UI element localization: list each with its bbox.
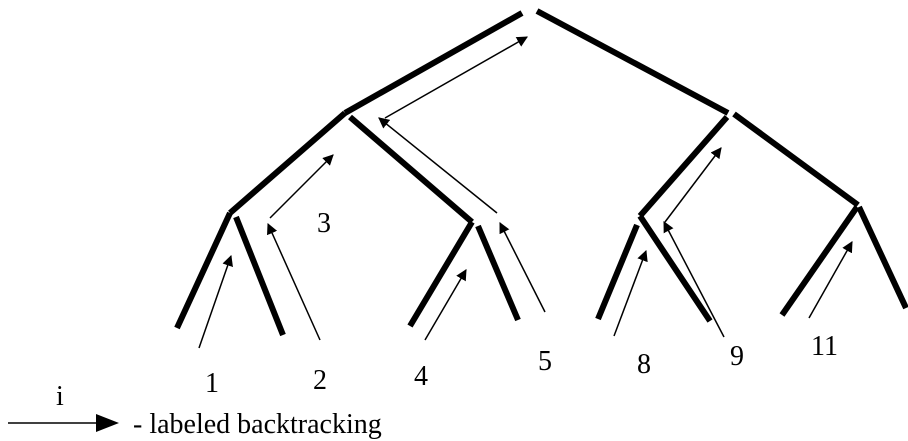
legend-text: - labeled backtracking bbox=[133, 409, 382, 440]
backtrack-arrow bbox=[663, 221, 725, 338]
step-label: 2 bbox=[313, 365, 327, 396]
tree-edge bbox=[637, 214, 713, 323]
tree-edge bbox=[174, 211, 233, 330]
step-label: 3 bbox=[317, 208, 331, 239]
backtrack-arrow bbox=[499, 222, 546, 313]
step-label: 9 bbox=[730, 341, 744, 372]
tree-edge bbox=[637, 115, 730, 218]
tree-edge bbox=[535, 8, 730, 116]
step-label: 11 bbox=[811, 331, 838, 362]
step-labels: 1 2 3 4 5 8 9 11 bbox=[205, 208, 838, 399]
legend-arrowhead bbox=[96, 414, 119, 432]
backtrack-arrow bbox=[378, 117, 498, 214]
backtrack-arrow bbox=[424, 269, 467, 341]
tree-edge bbox=[348, 114, 474, 225]
legend: i - labeled backtracking bbox=[8, 381, 382, 440]
tree-edge bbox=[228, 110, 347, 216]
backtrack-arrow bbox=[808, 241, 853, 319]
tree-edges bbox=[174, 8, 908, 337]
backtracking-arrows bbox=[198, 36, 853, 349]
step-label: 5 bbox=[538, 346, 552, 377]
step-label: 1 bbox=[205, 368, 219, 399]
backtrack-arrow bbox=[384, 36, 528, 119]
tree-edge bbox=[595, 223, 640, 321]
backtrack-arrow bbox=[613, 249, 648, 337]
tree-edge bbox=[732, 111, 860, 208]
tree-edge bbox=[407, 220, 475, 328]
backtrack-arrow bbox=[269, 154, 334, 219]
legend-symbol-label: i bbox=[56, 381, 64, 412]
step-label: 8 bbox=[637, 349, 651, 380]
backtrack-arrow bbox=[198, 254, 233, 349]
tree-edge bbox=[233, 215, 286, 337]
step-label: 4 bbox=[414, 361, 428, 392]
tree-edge bbox=[343, 10, 524, 116]
tree-edge bbox=[475, 224, 521, 322]
backtrack-arrow bbox=[664, 147, 722, 223]
tree-edge bbox=[779, 205, 860, 317]
tree-edge bbox=[856, 205, 908, 310]
backtrack-arrow bbox=[267, 222, 321, 341]
